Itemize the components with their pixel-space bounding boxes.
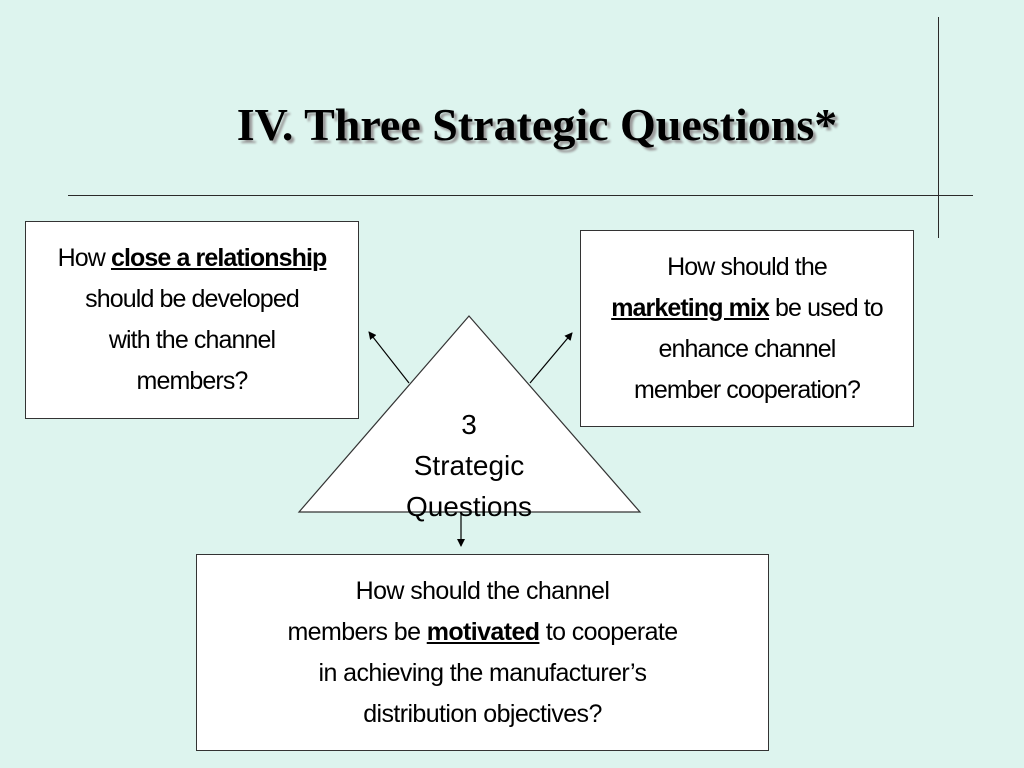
left-box-emphasis: close a relationship — [110, 244, 327, 272]
triangle-shape — [297, 315, 642, 513]
triangle-label-line2: Strategic — [413, 450, 525, 481]
slide-title: IV. Three Strategic Questions* — [236, 99, 838, 150]
right-box-line3: enhance channel — [658, 334, 837, 363]
left-box-line3: with the channel — [108, 326, 276, 354]
left-box-line2: should be developed — [85, 285, 300, 313]
bottom-box-line4: distribution objectives? — [363, 699, 602, 728]
marketing-mix-question-box: How should the marketing mix be used to … — [580, 230, 914, 427]
right-box-emphasis: marketing mix — [611, 293, 770, 322]
bottom-box-line1: How should the channel — [355, 576, 610, 605]
motivation-question-box: How should the channel members be motiva… — [196, 554, 769, 751]
triangle-label-number: 3 — [461, 409, 477, 440]
bottom-box-text-after: to cooperate — [539, 617, 678, 646]
arrow-to-right-box — [529, 332, 573, 384]
vertical-accent-rule — [938, 17, 939, 238]
left-box-line4: members? — [136, 367, 249, 395]
left-box-text-pre: How — [57, 244, 111, 272]
right-box-line1: How should the — [667, 252, 828, 281]
triangle-label-line3: Questions — [405, 491, 533, 522]
bottom-box-text-pre: members be — [287, 617, 427, 646]
relationship-question-box: How close a relationship should be devel… — [25, 221, 359, 419]
bottom-box-line3: in achieving the manufacturer’s — [318, 658, 648, 687]
bottom-box-emphasis: motivated — [426, 617, 540, 646]
right-box-line4: member cooperation? — [633, 375, 861, 404]
triangle-label: 3 Strategic Questions — [369, 404, 569, 527]
arrow-to-left-box — [368, 331, 410, 384]
right-box-text-after: be used to — [769, 293, 884, 322]
title-underline-rule — [68, 195, 973, 196]
